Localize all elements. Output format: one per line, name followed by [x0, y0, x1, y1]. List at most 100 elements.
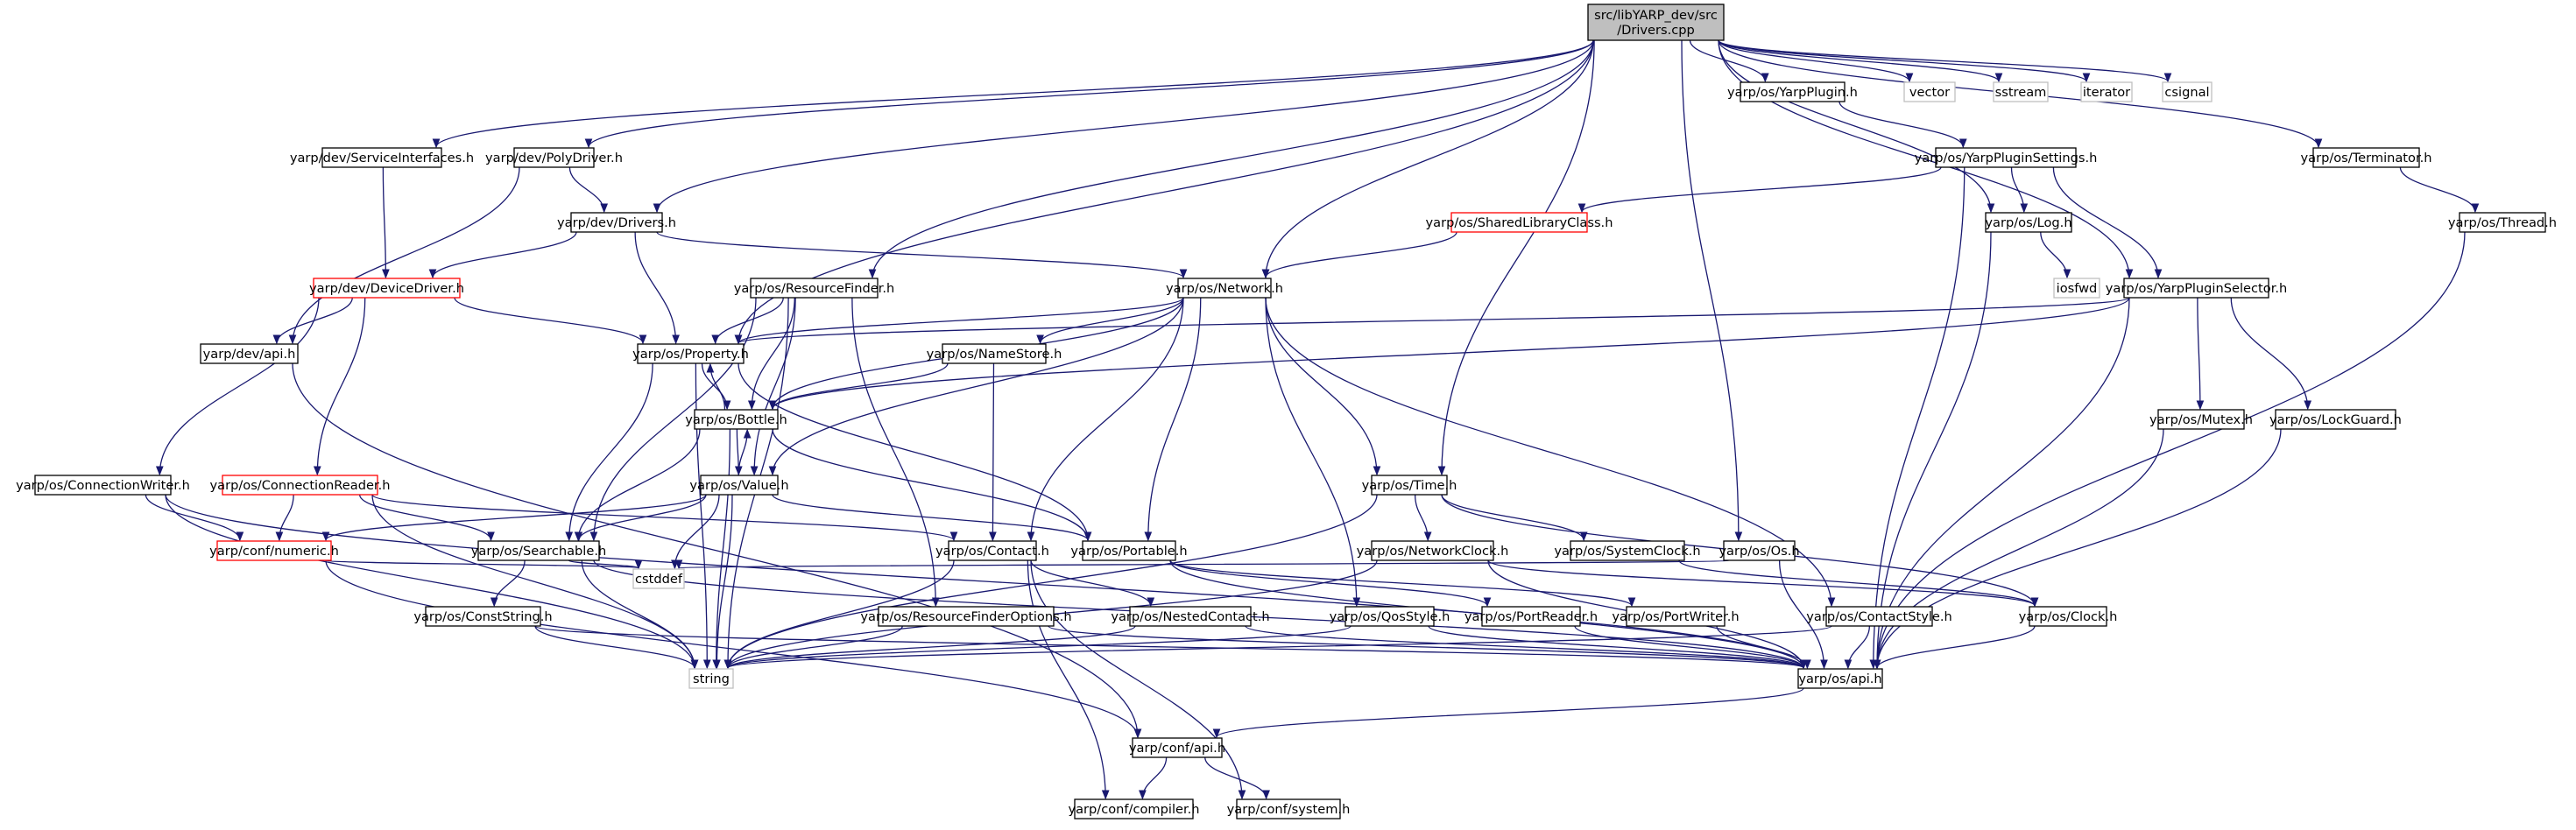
- node-os[interactable]: yarp/os/Os.h: [1719, 540, 1800, 561]
- node-label: yarp/os/ConnectionReader.h: [210, 478, 391, 493]
- node-connwriter[interactable]: yarp/os/ConnectionWriter.h: [16, 475, 190, 496]
- node-iterator[interactable]: iterator: [2080, 81, 2133, 102]
- edge-resfinder-to-bottle: [747, 297, 795, 411]
- edge-contact-to-nestedcontact: [1030, 559, 1155, 608]
- node-confapi[interactable]: yarp/conf/api.h: [1129, 737, 1225, 758]
- node-namestore[interactable]: yarp/os/NameStore.h: [927, 343, 1062, 364]
- node-label: yarp/os/Portable.h: [1070, 544, 1187, 559]
- node-box: [700, 475, 779, 496]
- node-devapi[interactable]: yarp/dev/api.h: [200, 343, 299, 364]
- edge-value-to-string: [713, 494, 733, 670]
- node-conststr[interactable]: yarp/os/ConstString.h: [413, 606, 553, 627]
- edge-bottle-to-portable: [772, 428, 1092, 542]
- node-label: yarp/os/ContactStyle.h: [1806, 609, 1952, 624]
- edge-root-to-yplugin: [1689, 39, 1769, 83]
- node-box: [1825, 606, 1933, 627]
- node-label: yarp/os/LockGuard.h: [2269, 412, 2402, 427]
- node-label: yarp/os/YarpPluginSelector.h: [2106, 281, 2288, 296]
- edge-ypselector-to-lockguard: [2230, 297, 2312, 411]
- node-time[interactable]: yarp/os/Time.h: [1362, 475, 1457, 496]
- edge-osapi-to-confapi: [1212, 687, 1804, 739]
- node-thread[interactable]: yarp/os/Thread.h: [2448, 212, 2557, 233]
- node-rfoptions[interactable]: yarp/os/ResourceFinderOptions.h: [860, 606, 1072, 627]
- node-devdriver[interactable]: yarp/dev/DeviceDriver.h: [309, 278, 464, 299]
- edge-network-to-contactstyle: [1265, 297, 1836, 608]
- edge-connreader-to-contact: [371, 494, 958, 542]
- node-polyd[interactable]: yarp/dev/PolyDriver.h: [485, 147, 623, 168]
- node-lockguard[interactable]: yarp/os/LockGuard.h: [2269, 409, 2402, 430]
- node-cstddef[interactable]: cstddef: [632, 568, 685, 589]
- edge-log-to-iosfwd: [2040, 231, 2071, 279]
- edge-terminator-to-thread: [2399, 166, 2480, 214]
- node-label: yarp/os/ResourceFinderOptions.h: [860, 609, 1071, 624]
- node-box: [477, 540, 600, 561]
- edge-root-to-network: [1261, 39, 1594, 279]
- node-numeric[interactable]: yarp/conf/numeric.h: [209, 540, 339, 561]
- node-box: [1371, 540, 1494, 561]
- node-label: yarp/conf/system.h: [1227, 802, 1351, 817]
- node-nestedcontact[interactable]: yarp/os/NestedContact.h: [1111, 606, 1270, 627]
- node-mutex[interactable]: yarp/os/Mutex.h: [2149, 409, 2253, 430]
- node-portwriter[interactable]: yarp/os/PortWriter.h: [1612, 606, 1740, 627]
- node-root[interactable]: src/libYARP_dev/src/Drivers.cpp: [1587, 4, 1725, 41]
- node-drivers[interactable]: yarp/dev/Drivers.h: [557, 212, 676, 233]
- node-label: yarp/dev/PolyDriver.h: [485, 151, 623, 165]
- node-network[interactable]: yarp/os/Network.h: [1166, 278, 1283, 299]
- edge-root-to-log: [1718, 39, 1995, 214]
- node-label: yarp/os/ResourceFinder.h: [734, 281, 895, 296]
- node-sysclock[interactable]: yarp/os/SystemClock.h: [1554, 540, 1701, 561]
- edge-devdriver-to-connreader: [313, 297, 366, 476]
- node-box: [948, 540, 1037, 561]
- node-compiler[interactable]: yarp/conf/compiler.h: [1068, 798, 1200, 819]
- node-box: [2312, 147, 2420, 168]
- node-log[interactable]: yarp/os/Log.h: [1985, 212, 2072, 233]
- node-label: string: [693, 672, 730, 686]
- node-label: yarp/os/NetworkClock.h: [1357, 544, 1509, 559]
- node-box: [1129, 606, 1252, 627]
- edge-resfinder-to-searchable: [589, 297, 757, 542]
- node-system[interactable]: yarp/conf/system.h: [1227, 798, 1351, 819]
- node-contact[interactable]: yarp/os/Contact.h: [935, 540, 1049, 561]
- node-box: [425, 606, 541, 627]
- edge-nestedcontact-to-osapi: [1245, 625, 1808, 670]
- node-clock[interactable]: yarp/os/Clock.h: [2019, 606, 2118, 627]
- node-label: yarp/dev/Drivers.h: [557, 215, 676, 230]
- node-connreader[interactable]: yarp/os/ConnectionReader.h: [210, 475, 391, 496]
- node-qosstyle[interactable]: yarp/os/QosStyle.h: [1330, 606, 1450, 627]
- node-searchable[interactable]: yarp/os/Searchable.h: [471, 540, 606, 561]
- node-portable[interactable]: yarp/os/Portable.h: [1070, 540, 1188, 561]
- edge-sysclock-to-clock: [1678, 559, 2039, 608]
- node-property[interactable]: yarp/os/Property.h: [632, 343, 749, 364]
- edge-numeric-to-confapi: [325, 559, 1142, 739]
- node-box: [1236, 798, 1341, 819]
- node-shlib[interactable]: yarp/os/SharedLibraryClass.h: [1426, 212, 1613, 233]
- node-netclock[interactable]: yarp/os/NetworkClock.h: [1357, 540, 1509, 561]
- node-csignal[interactable]: csignal: [2162, 81, 2213, 102]
- edge-value-to-searchable: [575, 494, 707, 542]
- node-box: [2275, 409, 2396, 430]
- edge-svc-to-devdriver: [382, 166, 390, 279]
- node-osapi[interactable]: yarp/os/api.h: [1797, 668, 1883, 689]
- node-value[interactable]: yarp/os/Value.h: [689, 475, 789, 496]
- node-vector[interactable]: vector: [1903, 81, 1956, 102]
- node-contactstyle[interactable]: yarp/os/ContactStyle.h: [1806, 606, 1952, 627]
- node-iosfwd[interactable]: iosfwd: [2053, 278, 2100, 299]
- node-string[interactable]: string: [688, 668, 734, 689]
- node-resfinder[interactable]: yarp/os/ResourceFinder.h: [734, 278, 895, 299]
- node-portreader[interactable]: yarp/os/PortReader.h: [1464, 606, 1598, 627]
- node-label: yarp/os/SystemClock.h: [1554, 544, 1700, 559]
- node-yplugin[interactable]: yarp/os/YarpPlugin.h: [1727, 81, 1858, 102]
- node-label: yarp/os/YarpPluginSettings.h: [1915, 151, 2098, 165]
- node-sstream[interactable]: sstream: [1993, 81, 2049, 102]
- node-box: [1344, 606, 1435, 627]
- node-label: sstream: [1995, 85, 2047, 100]
- edge-network-to-contact: [1027, 297, 1184, 542]
- node-svc[interactable]: yarp/dev/ServiceInterfaces.h: [290, 147, 474, 168]
- edge-network-to-time: [1265, 297, 1381, 476]
- node-ypsettings[interactable]: yarp/os/YarpPluginSettings.h: [1915, 147, 2098, 168]
- node-terminator[interactable]: yarp/os/Terminator.h: [2300, 147, 2432, 168]
- node-ypselector[interactable]: yarp/os/YarpPluginSelector.h: [2106, 278, 2288, 299]
- node-bottle[interactable]: yarp/os/Bottle.h: [685, 409, 787, 430]
- node-label: yarp/os/Clock.h: [2019, 609, 2118, 624]
- node-label: yarp/os/NestedContact.h: [1111, 609, 1269, 624]
